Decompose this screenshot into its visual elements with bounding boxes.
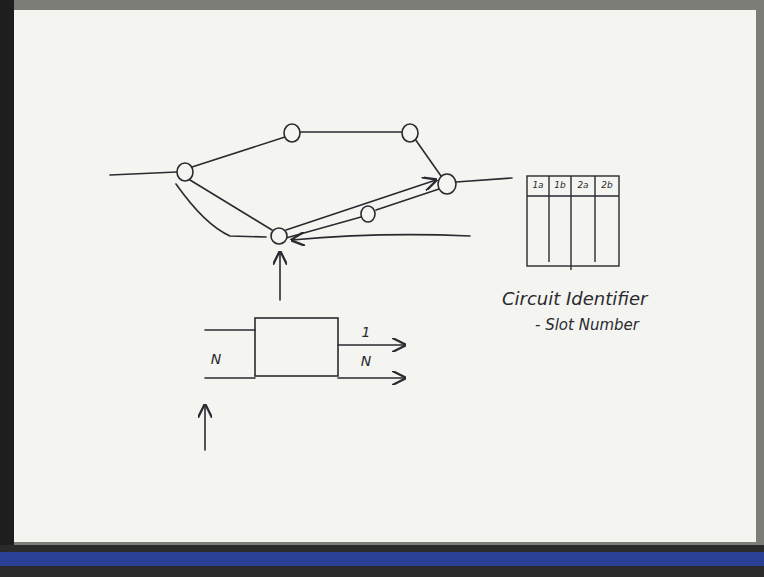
port-label: 1 bbox=[362, 324, 371, 340]
table-header: 2b bbox=[601, 180, 612, 190]
network-lines bbox=[110, 132, 512, 300]
table-header: 1a bbox=[532, 181, 543, 190]
table-header: 2a bbox=[577, 180, 588, 190]
bottom-band bbox=[0, 545, 764, 577]
network-nodes bbox=[177, 124, 456, 244]
left-edge bbox=[0, 0, 14, 545]
note-text: - Slot Number bbox=[535, 318, 639, 333]
blue-stripe bbox=[0, 552, 764, 566]
port-label: 1 bbox=[362, 325, 371, 339]
switch-box bbox=[205, 318, 405, 450]
table-header: 1b bbox=[554, 180, 565, 190]
port-label: N bbox=[211, 352, 221, 366]
slot-table bbox=[527, 176, 619, 270]
note-text: Circuit Identifier bbox=[502, 290, 647, 308]
port-label: N bbox=[211, 351, 221, 367]
note-text: - Slot Number bbox=[535, 316, 639, 334]
table-header: 2a bbox=[577, 181, 588, 190]
table-header: 1a bbox=[532, 180, 543, 190]
paper bbox=[12, 10, 756, 542]
port-label: N bbox=[361, 354, 371, 368]
note-text: Circuit Identifier bbox=[502, 288, 647, 309]
port-label: N bbox=[361, 353, 371, 369]
table-header: 2b bbox=[601, 181, 612, 190]
table-header: 1b bbox=[554, 181, 565, 190]
